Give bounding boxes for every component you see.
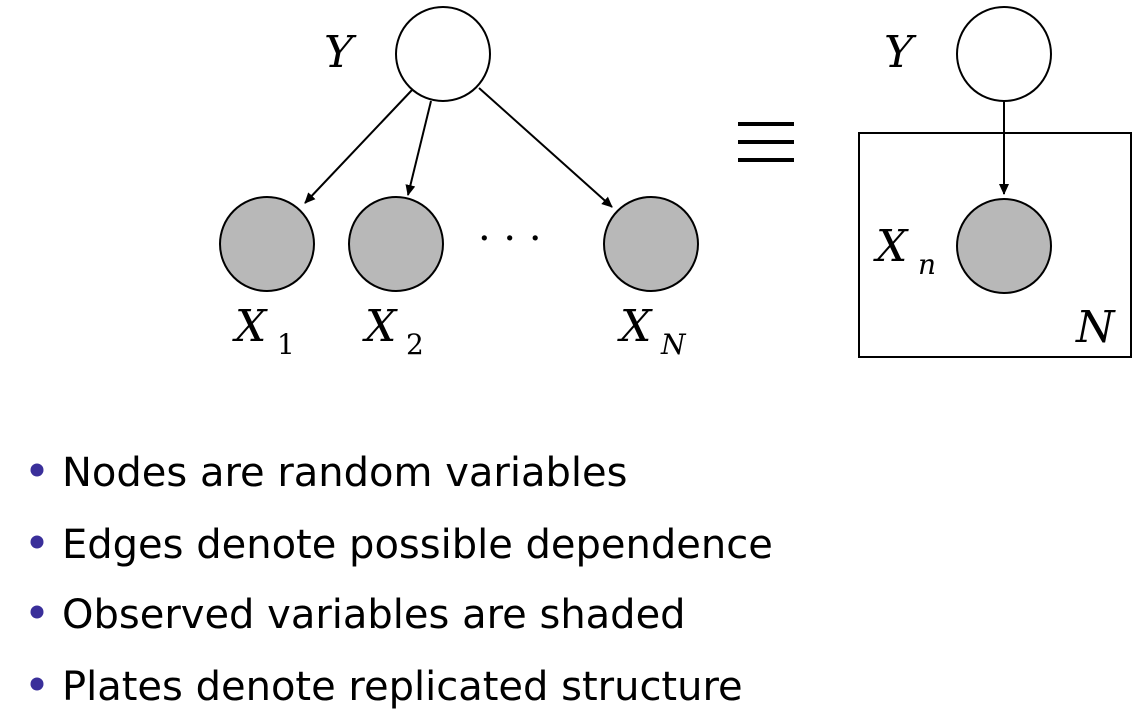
plate-node-xn-sub: n xyxy=(918,248,936,281)
list-item-text: Observed variables are shaded xyxy=(62,592,686,638)
list-item: Nodes are random variables xyxy=(30,450,627,496)
list-item-text: Nodes are random variables xyxy=(62,450,627,496)
bullet-dot xyxy=(30,463,44,477)
node-x2 xyxy=(348,196,444,292)
list-item: Plates denote replicated structure xyxy=(30,664,743,710)
label-x2-sub: 2 xyxy=(406,328,424,361)
bullet-dot xyxy=(30,677,44,691)
equivalence-icon xyxy=(738,122,794,162)
plate-node-xn-var: X xyxy=(873,221,909,272)
list-item-text: Plates denote replicated structure xyxy=(62,664,743,710)
label-x1-sub: 1 xyxy=(277,328,295,361)
label-xN-sub: N xyxy=(660,328,687,361)
plate-node-y-label: Y xyxy=(884,27,917,78)
label-x2-var: X xyxy=(362,301,398,352)
node-y-label: Y xyxy=(324,27,357,78)
edge-y-xN xyxy=(478,87,613,208)
edge-y-x1 xyxy=(304,89,413,204)
list-item-text: Edges denote possible dependence xyxy=(62,522,773,568)
label-x1: X 1 xyxy=(232,301,295,361)
ellipsis: · · · xyxy=(478,216,542,262)
bullet-list: Nodes are random variables Edges denote … xyxy=(30,450,773,710)
plate-node-xn xyxy=(956,198,1052,294)
node-xN xyxy=(603,196,699,292)
label-xN-var: X xyxy=(617,301,653,352)
left-graph: Y · · · X 1 X 2 X N xyxy=(219,6,699,361)
bullet-dot xyxy=(30,535,44,549)
node-x1 xyxy=(219,196,315,292)
plate-node-xn-label: X n xyxy=(873,221,936,281)
node-y xyxy=(395,6,491,102)
bullet-dot xyxy=(30,605,44,619)
plate-node-y xyxy=(956,6,1052,102)
label-x2: X 2 xyxy=(362,301,424,361)
right-graph: Y X n N xyxy=(858,6,1132,358)
list-item: Edges denote possible dependence xyxy=(30,522,773,568)
label-xN: X N xyxy=(617,301,687,361)
label-x1-var: X xyxy=(232,301,268,352)
plate-label: N xyxy=(1075,302,1116,353)
list-item: Observed variables are shaded xyxy=(30,592,686,638)
plate xyxy=(858,132,1132,358)
edge-y-x2 xyxy=(405,100,432,196)
